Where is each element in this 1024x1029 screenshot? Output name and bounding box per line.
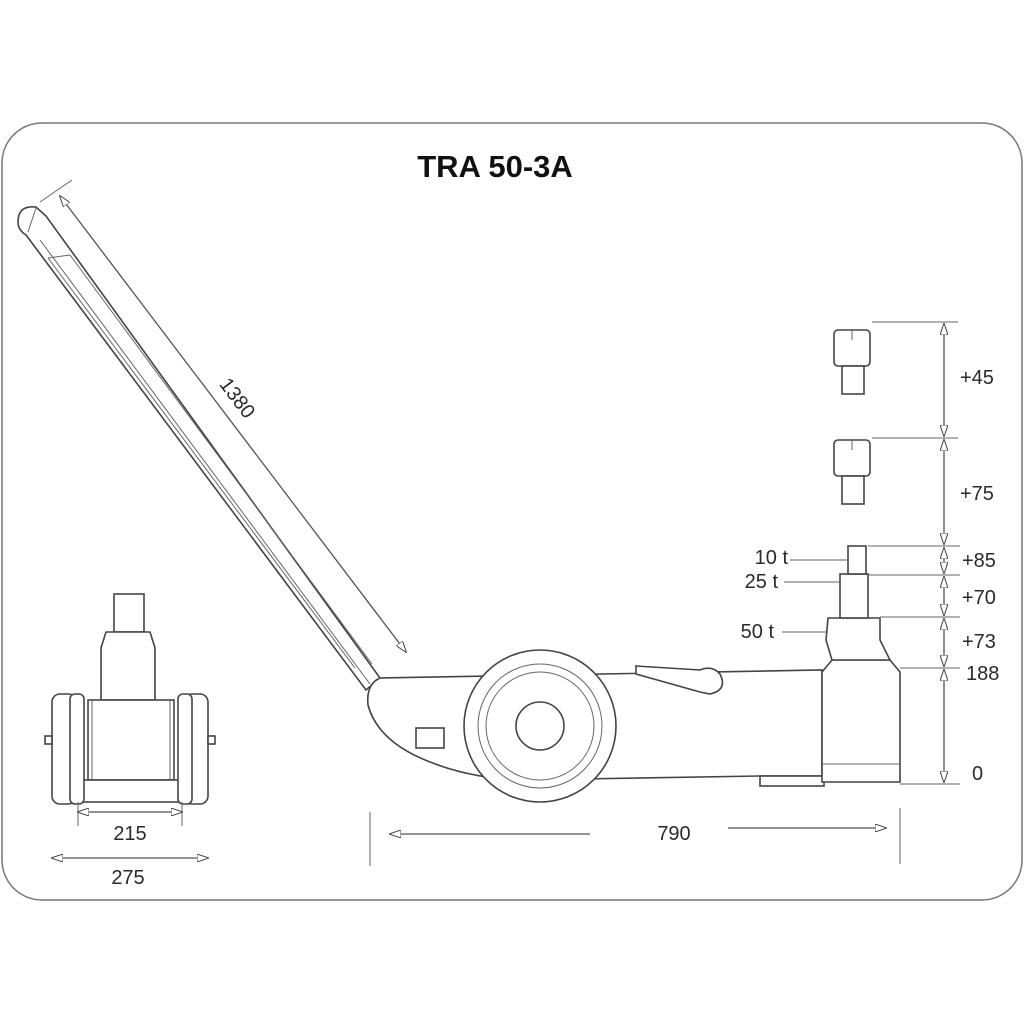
extension-piece-lower: [833, 439, 871, 505]
capacity-callout-lines: [782, 559, 848, 633]
handle-length-dimension: [39, 179, 406, 652]
front-view: [44, 593, 216, 805]
height-dimension-chain: [868, 321, 960, 785]
height-ext-lower-label: +75: [960, 483, 994, 505]
capacity-50t-label: 50 t: [741, 621, 775, 643]
height-stage2-label: +70: [962, 587, 996, 609]
height-min-label: 188: [966, 663, 999, 685]
front-outer-width-label: 275: [111, 867, 144, 889]
capacity-10t-label: 10 t: [755, 547, 789, 569]
front-inner-width-label: 215: [113, 823, 146, 845]
capacity-25t-label: 25 t: [745, 571, 779, 593]
height-ext-upper-label: +45: [960, 367, 994, 389]
side-view: [366, 329, 901, 803]
side-length-label: 790: [657, 823, 690, 845]
height-stage1-label: +85: [962, 550, 996, 572]
extension-piece-upper: [833, 329, 871, 395]
front-width-dimensions: [52, 802, 208, 858]
side-length-dimension: [369, 808, 901, 866]
diagram-title: TRA 50-3A: [417, 149, 573, 184]
height-zero-label: 0: [972, 763, 983, 785]
height-stage3-label: +73: [962, 631, 996, 653]
